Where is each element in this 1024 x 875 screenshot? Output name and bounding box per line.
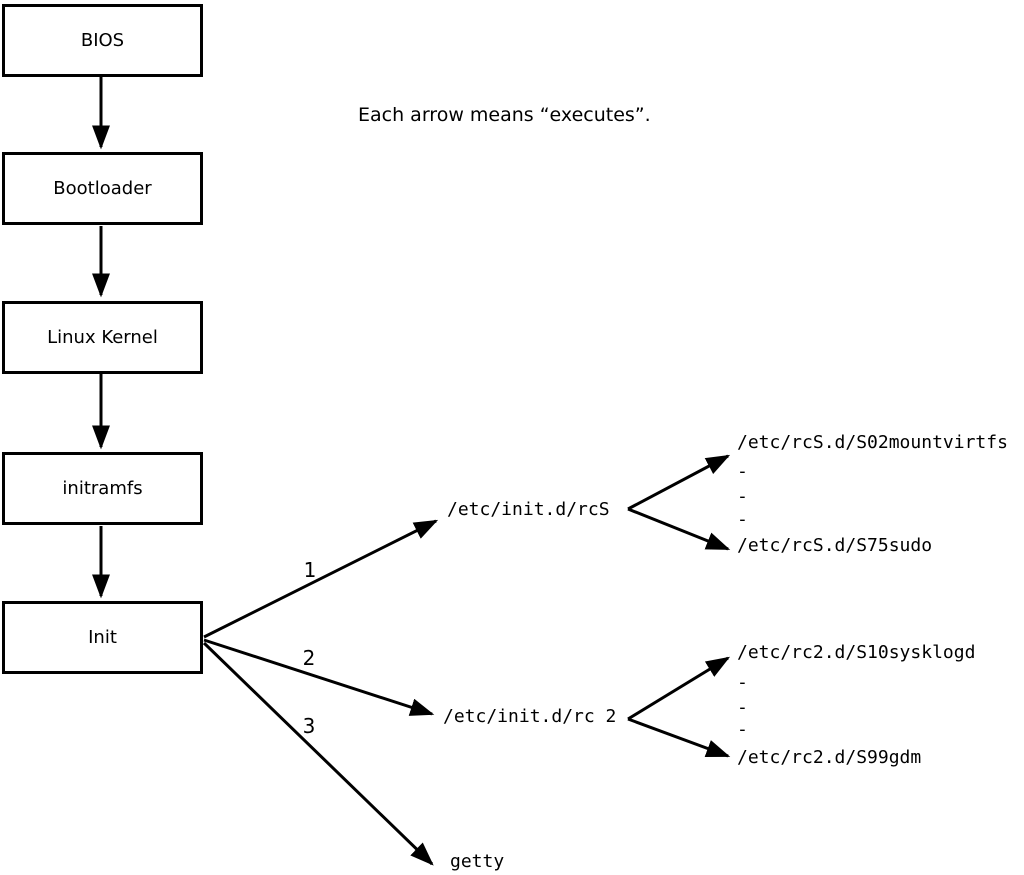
ellipsis-dash: - <box>737 486 748 507</box>
node-linux-kernel: Linux Kernel <box>2 301 203 374</box>
script-s75sudo: /etc/rcS.d/S75sudo <box>737 535 933 556</box>
node-bios: BIOS <box>2 4 203 77</box>
edge-label-1: 1 <box>303 558 317 582</box>
arrow-rcS-to-s02mountvirtfs <box>627 454 731 511</box>
target-rcS: /etc/init.d/rcS <box>447 499 610 520</box>
edge-label-3: 3 <box>302 714 316 738</box>
target-getty: getty <box>450 851 505 872</box>
arrow-rcS-to-s75sudo <box>627 507 731 551</box>
ellipsis-dash: - <box>737 697 748 718</box>
legend-note: Each arrow means “executes”. <box>358 104 651 126</box>
target-rc2: /etc/init.d/rc 2 <box>443 706 617 727</box>
arrow-init-to-getty <box>202 641 434 866</box>
arrow-rc2-to-s10sysklogd <box>627 656 731 721</box>
ellipsis-dash: - <box>737 509 748 530</box>
ellipsis-dash: - <box>737 672 748 693</box>
arrow-init-to-rcS <box>203 519 439 639</box>
script-s02mountvirtfs: /etc/rcS.d/S02mountvirtfs <box>737 432 1008 453</box>
edge-label-2: 2 <box>302 646 316 670</box>
ellipsis-dash: - <box>737 461 748 482</box>
script-s10sysklogd: /etc/rc2.d/S10sysklogd <box>737 642 976 663</box>
node-initramfs: initramfs <box>2 452 203 525</box>
node-bootloader: Bootloader <box>2 152 203 225</box>
ellipsis-dash: - <box>737 719 748 740</box>
arrow-init-to-rc2 <box>203 638 435 716</box>
node-init: Init <box>2 601 203 674</box>
arrow-rc2-to-s99gdm <box>627 717 731 758</box>
script-s99gdm: /etc/rc2.d/S99gdm <box>737 747 922 768</box>
